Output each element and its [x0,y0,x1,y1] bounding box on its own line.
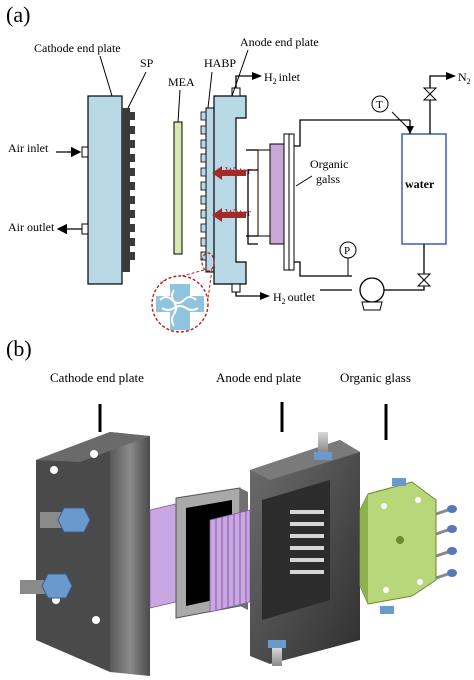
water-arrow-1: Water [212,165,251,180]
n2-label: N2 [458,70,471,86]
cathode-end-plate [87,95,123,285]
h2-outlet-port [231,283,241,293]
svg-text:P: P [344,245,350,257]
n2-valve [422,87,438,101]
organic-glass-3d [359,478,437,614]
cathode-bolt-top [40,507,91,533]
cathode-end-plate-3d [20,432,150,676]
gas-piping [235,75,410,297]
svg-text:Water: Water [225,165,251,177]
anode-bolt-top [314,432,332,460]
water-tank-label: water [405,177,435,191]
anode-bolt-bottom [268,640,286,666]
label-air-inlet: Air inlet [8,141,49,155]
label-mea: MEA [168,75,195,89]
cathode-bolt-bottom [20,573,73,599]
air-inlet-port [81,146,89,158]
habp-comb-3d [209,509,251,613]
svg-text:T: T [376,99,383,111]
panel-b: (b) Cathode end plate Anode end plate Or… [6,336,457,676]
sp-flow-plate [122,108,135,272]
label-sp: SP [140,56,154,70]
organic-label-1: Organic [310,157,348,171]
mea-layer [173,121,183,255]
water-pump [359,277,392,311]
label-b-anode-end-plate: Anode end plate [216,370,301,385]
label-anode-end-plate: Anode end plate [240,35,319,49]
organic-glass-screws [435,505,457,580]
water-arrow-2: Water [212,207,251,222]
panel-a: (a) [6,2,471,333]
pressure-gauge: P [339,241,357,276]
thermometer-gauge: T [371,95,409,129]
label-habp: HABP [204,56,236,70]
label-b-organic-glass: Organic glass [340,370,411,385]
water-valve [416,273,432,287]
label-air-outlet: Air outlet [8,220,55,234]
water-tank [401,133,447,245]
organic-glass-chamber [257,133,295,271]
label-b-cathode-end-plate: Cathode end plate [50,370,144,385]
organic-label-2: galss [316,172,340,186]
air-outlet-port [81,223,89,235]
panel-a-tag: (a) [6,2,30,27]
panel-b-tag: (b) [6,336,32,361]
habp-plate [200,107,215,273]
svg-text:Water: Water [225,207,251,219]
anode-end-plate-3d [250,432,360,666]
habp-zoom-callout [151,252,215,333]
label-cathode-end-plate: Cathode end plate [34,41,121,55]
anode-end-plate [213,95,247,285]
